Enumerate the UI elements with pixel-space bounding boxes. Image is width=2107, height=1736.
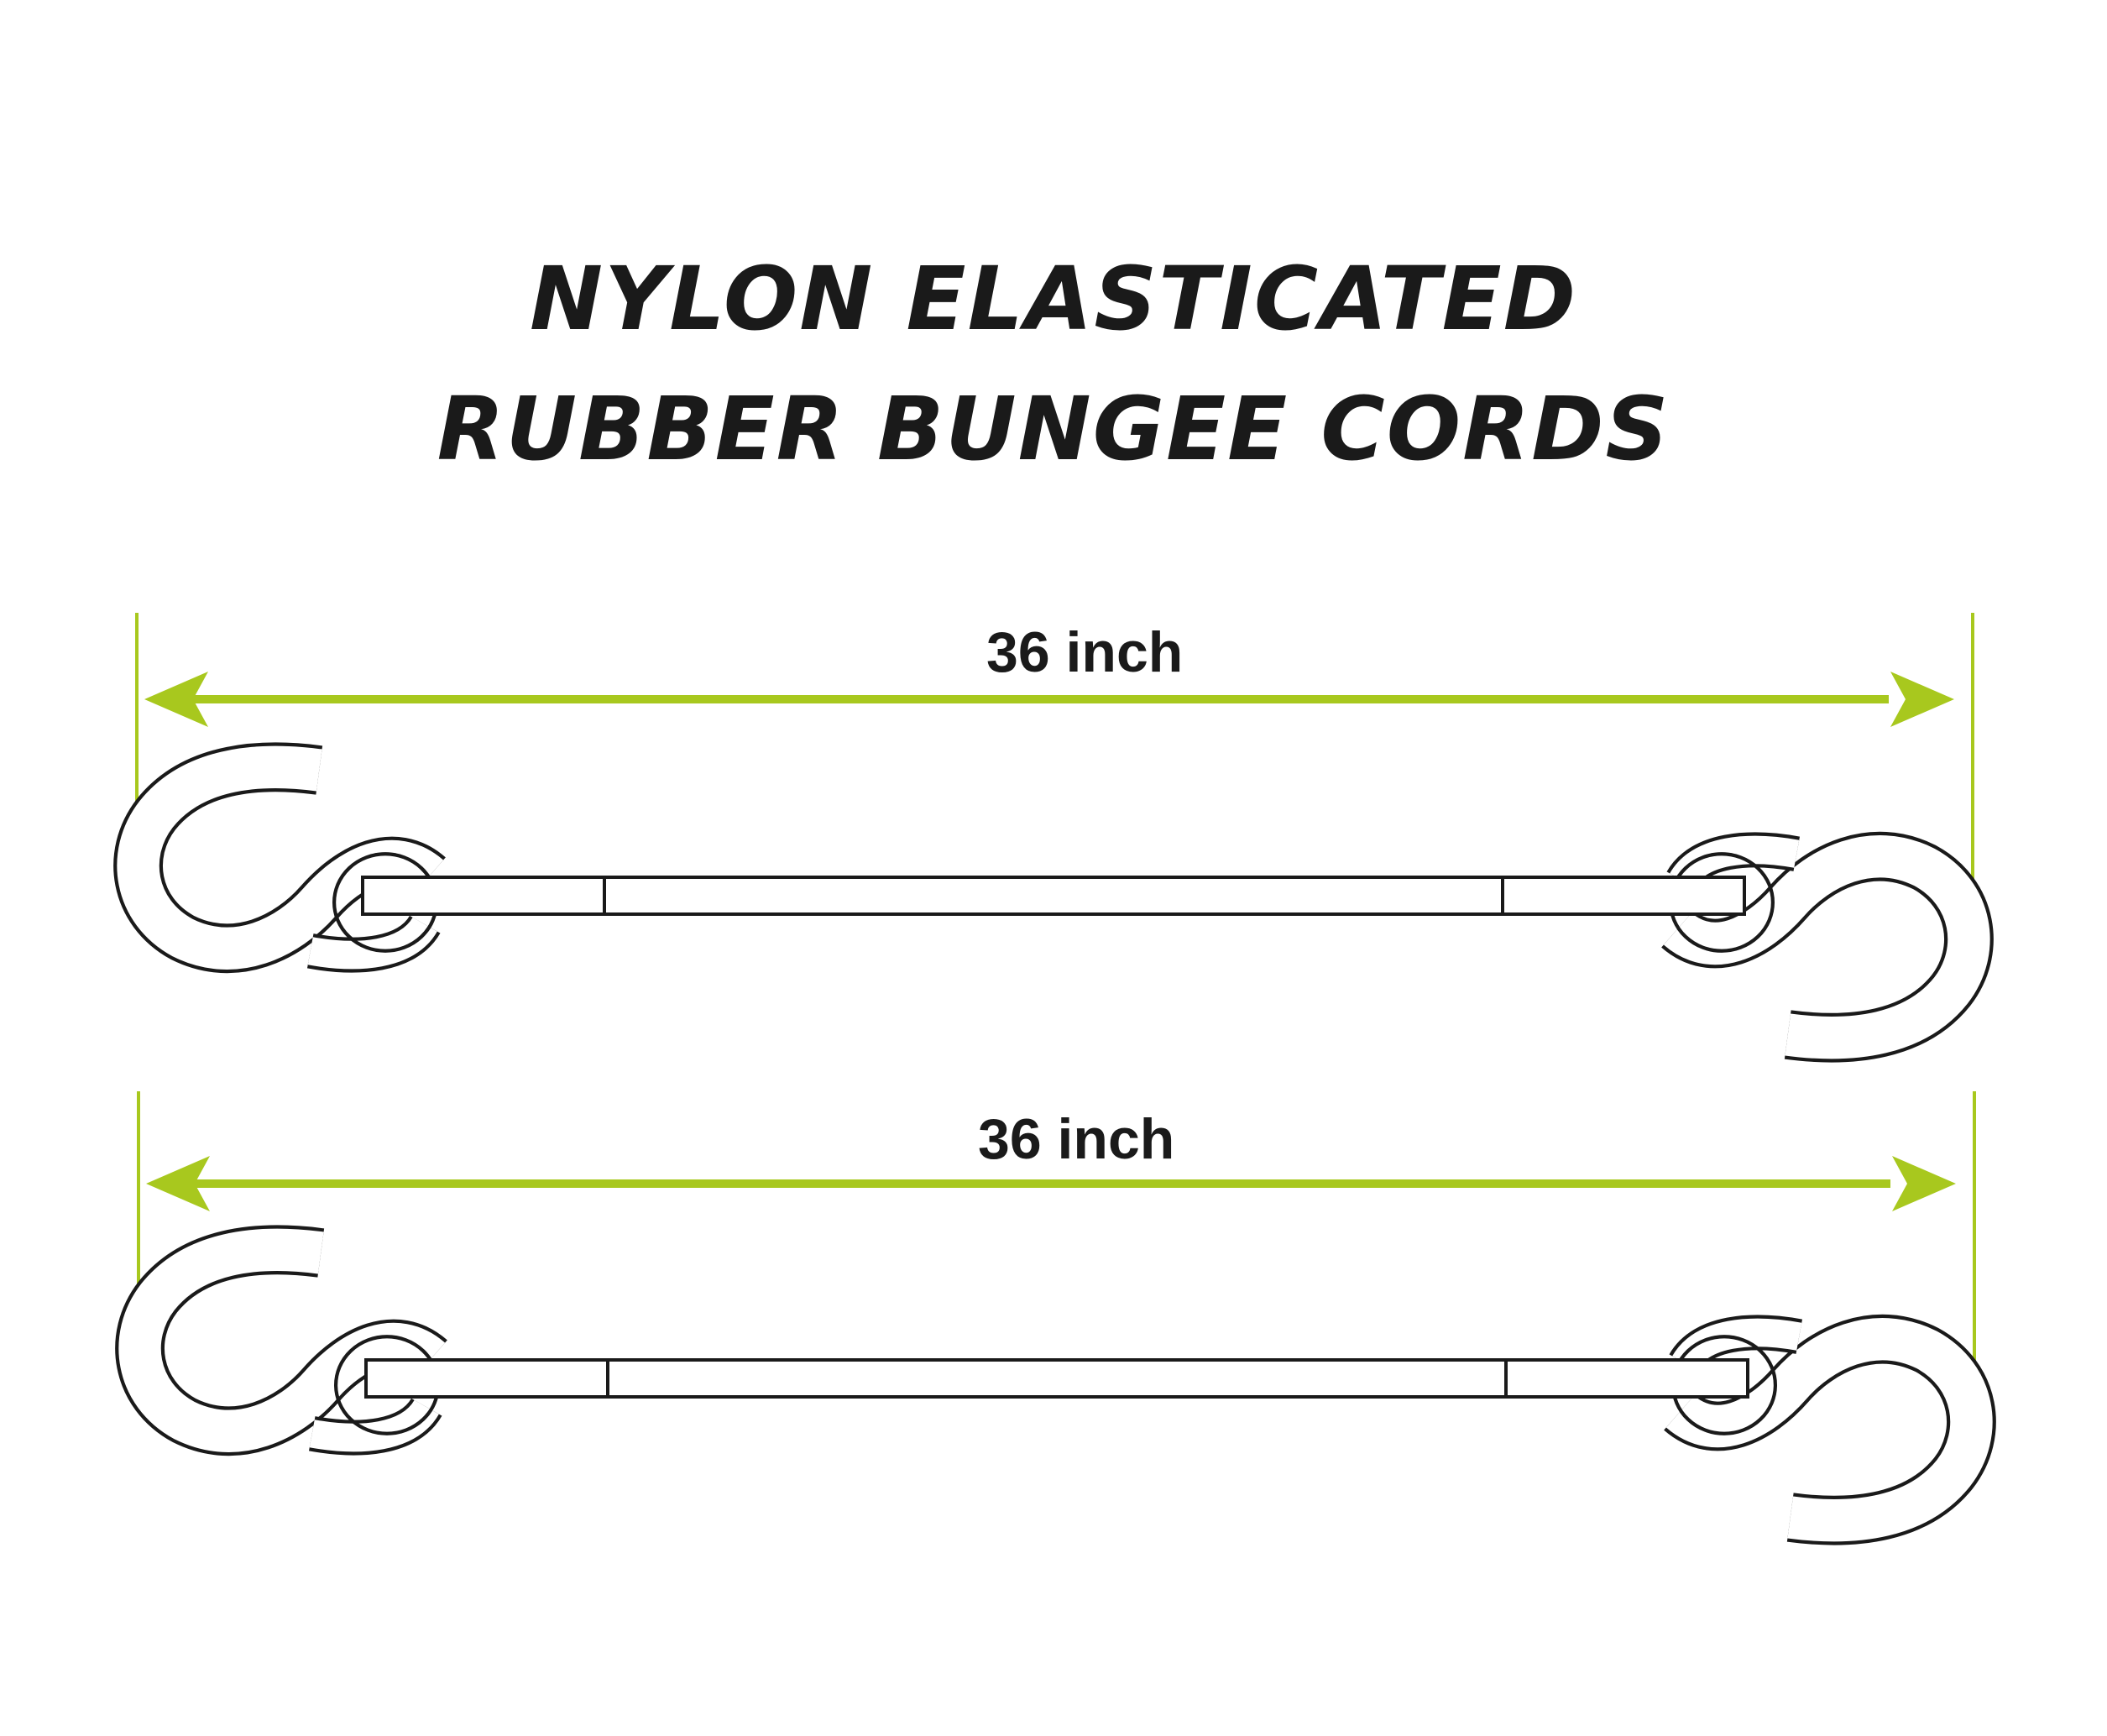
cord-2-length-label: 36 inch (978, 1107, 1175, 1171)
title-line-2: RUBBER BUNGEE CORDS (437, 378, 1670, 480)
cord-1 (113, 613, 1994, 1063)
cord-2-dimension-arrow-icon (146, 1156, 1956, 1211)
cord-1-dimension-arrow-icon (144, 672, 1954, 727)
cord-2-right-s-hook-icon (1664, 1314, 1996, 1545)
cord-1-body (361, 876, 1746, 916)
cord-1-left-s-hook-icon (113, 742, 446, 974)
cord-2-body (364, 1358, 1749, 1399)
cord-1-length-label: 36 inch (986, 620, 1184, 684)
title-line-1: NYLON ELASTICATED (529, 248, 1578, 350)
cord-2-left-s-hook-icon (115, 1225, 447, 1456)
cord-2 (115, 1091, 1996, 1545)
